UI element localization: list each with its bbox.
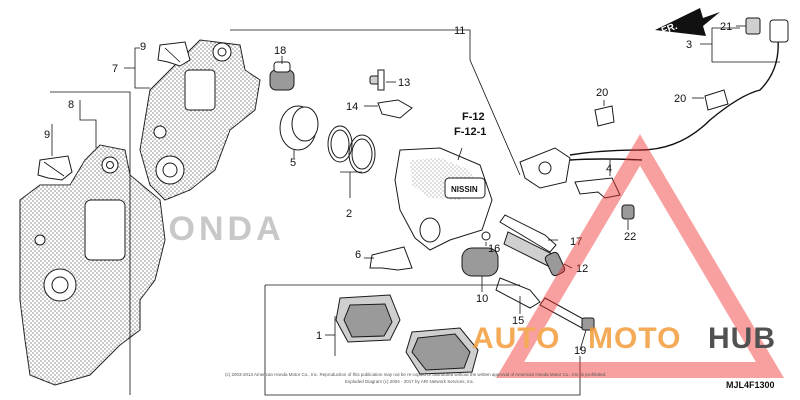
callout-11[interactable]: 11 — [454, 25, 465, 37]
watermark-moto: MOTO — [588, 322, 681, 355]
callout-17[interactable]: 17 — [570, 236, 582, 248]
caliper-bolt — [539, 297, 595, 331]
slide-pin-boot — [503, 231, 566, 277]
cable-clamp-a — [594, 105, 615, 127]
front-direction-indicator: FR. — [655, 8, 720, 37]
rear-caliper-bracket-upper — [139, 39, 261, 201]
pad-spring — [369, 246, 413, 271]
watermark-triangle-icon — [495, 134, 785, 378]
reference-code-f12[interactable]: F-12 — [462, 111, 485, 123]
callout-10[interactable]: 10 — [476, 293, 488, 305]
piston-seal-set — [327, 125, 376, 174]
callout-13[interactable]: 13 — [398, 77, 410, 89]
callout-14[interactable]: 14 — [346, 101, 358, 113]
caliper-pin-boot — [461, 247, 499, 277]
callout-12[interactable]: 12 — [576, 263, 588, 275]
callout-16[interactable]: 16 — [488, 243, 500, 255]
diagram-code: MJL4F1300 — [726, 380, 775, 390]
sensor-connector — [745, 17, 789, 43]
copyright-line-2: Exploded Diagram (c) 2004 - 2017 by ARI … — [345, 379, 474, 384]
callout-20-b[interactable]: 20 — [674, 93, 686, 105]
callout-3[interactable]: 3 — [686, 39, 692, 51]
cable-clamp-b — [704, 89, 729, 111]
callout-8[interactable]: 8 — [68, 99, 74, 111]
pin-nut — [481, 231, 491, 241]
callout-9-upper[interactable]: 9 — [140, 41, 146, 53]
callout-1[interactable]: 1 — [316, 330, 322, 342]
wheel-speed-sensor — [519, 147, 571, 189]
caliper-piston — [279, 105, 319, 151]
callout-9-lower[interactable]: 9 — [44, 129, 50, 141]
callout-2[interactable]: 2 — [346, 208, 352, 220]
callout-20-a[interactable]: 20 — [596, 87, 608, 99]
watermark-hub: HUB — [708, 322, 776, 355]
callout-4[interactable]: 4 — [606, 163, 612, 175]
pin-boot — [269, 61, 295, 91]
callout-7[interactable]: 7 — [112, 63, 118, 75]
callout-18[interactable]: 18 — [274, 45, 286, 57]
callout-22[interactable]: 22 — [624, 231, 636, 243]
rear-caliper-bracket-lower — [19, 144, 166, 386]
caliper-slide-pin — [499, 214, 557, 253]
copyright-line-1: (c) 2003-2013 American Honda Motor Co., … — [225, 372, 606, 377]
retainer-clip-upper — [157, 41, 191, 67]
bleeder-cap — [377, 99, 413, 119]
retainer-clip-lower — [37, 155, 73, 181]
brake-pad-set — [335, 294, 479, 375]
watermark-auto: AUTO — [472, 322, 560, 355]
reference-code-f12-1[interactable]: F-12-1 — [454, 126, 486, 138]
sensor-cable — [569, 39, 779, 156]
sensor-cable-sheath — [569, 158, 643, 161]
callout-6[interactable]: 6 — [355, 249, 361, 261]
sensor-bracket — [574, 177, 635, 220]
callout-15[interactable]: 15 — [512, 315, 524, 327]
callout-5[interactable]: 5 — [290, 157, 296, 169]
callout-21[interactable]: 21 — [720, 21, 732, 33]
pad-pin — [495, 277, 541, 309]
callout-19[interactable]: 19 — [574, 345, 586, 357]
watermark: AUTO MOTO HUB — [472, 134, 785, 378]
brake-caliper-body: NISSIN — [394, 147, 493, 251]
caliper-logo: NISSIN — [451, 185, 478, 194]
bleeder-screw — [369, 69, 385, 91]
